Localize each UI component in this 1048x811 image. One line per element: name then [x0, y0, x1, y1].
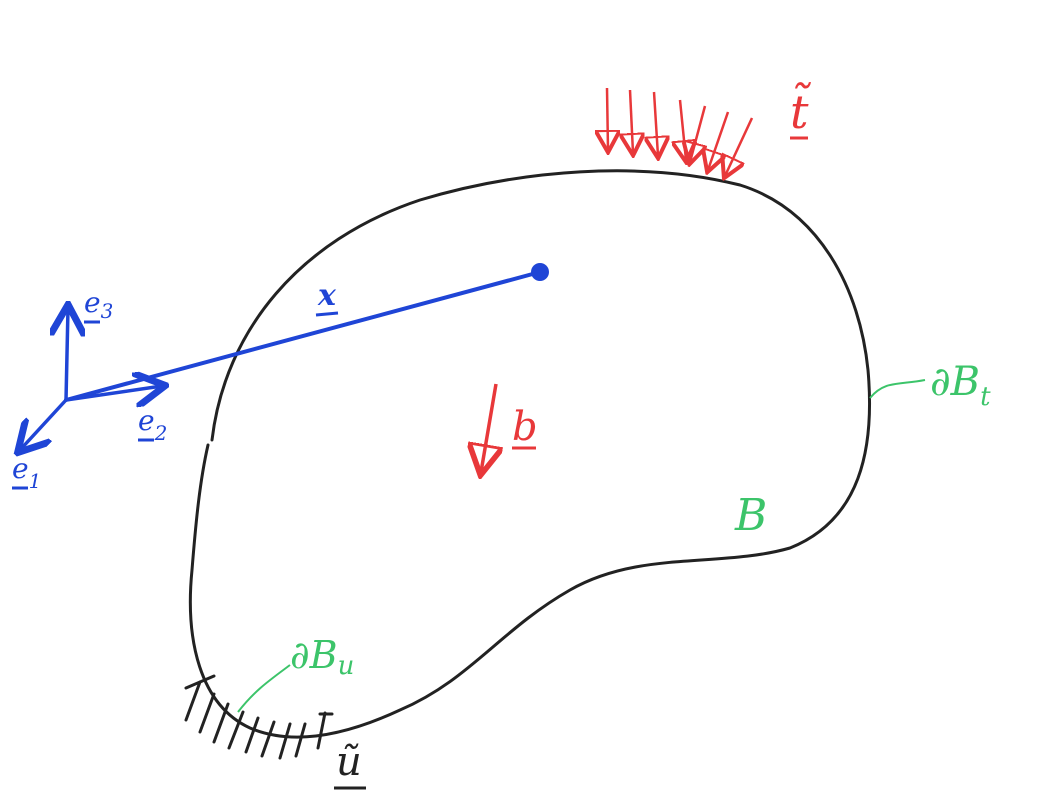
traction-boundary-leader [869, 379, 926, 399]
traction-boundary-label: ∂Bt [930, 359, 991, 412]
e3-label: e3 [84, 286, 113, 323]
position-underline [315, 311, 339, 317]
position-label: x [317, 278, 337, 313]
e2-label: e2 [138, 404, 167, 445]
traction-label: t̃ [790, 82, 811, 139]
body-force-label: b [512, 404, 538, 450]
prescribed-displacement-label: ũ [336, 739, 362, 785]
e1-axis [20, 398, 68, 450]
body-force-arrow [481, 383, 496, 472]
fixed-support-hatching [184, 674, 334, 760]
traction-arrows [607, 87, 754, 176]
e3-axis [66, 308, 68, 402]
material-point [531, 263, 549, 281]
e1-label: e1 [12, 452, 41, 493]
position-vector [64, 270, 542, 402]
displacement-boundary-leader [237, 664, 291, 713]
body-label: B [734, 490, 767, 541]
displacement-boundary-label: ∂Bu [290, 633, 354, 681]
